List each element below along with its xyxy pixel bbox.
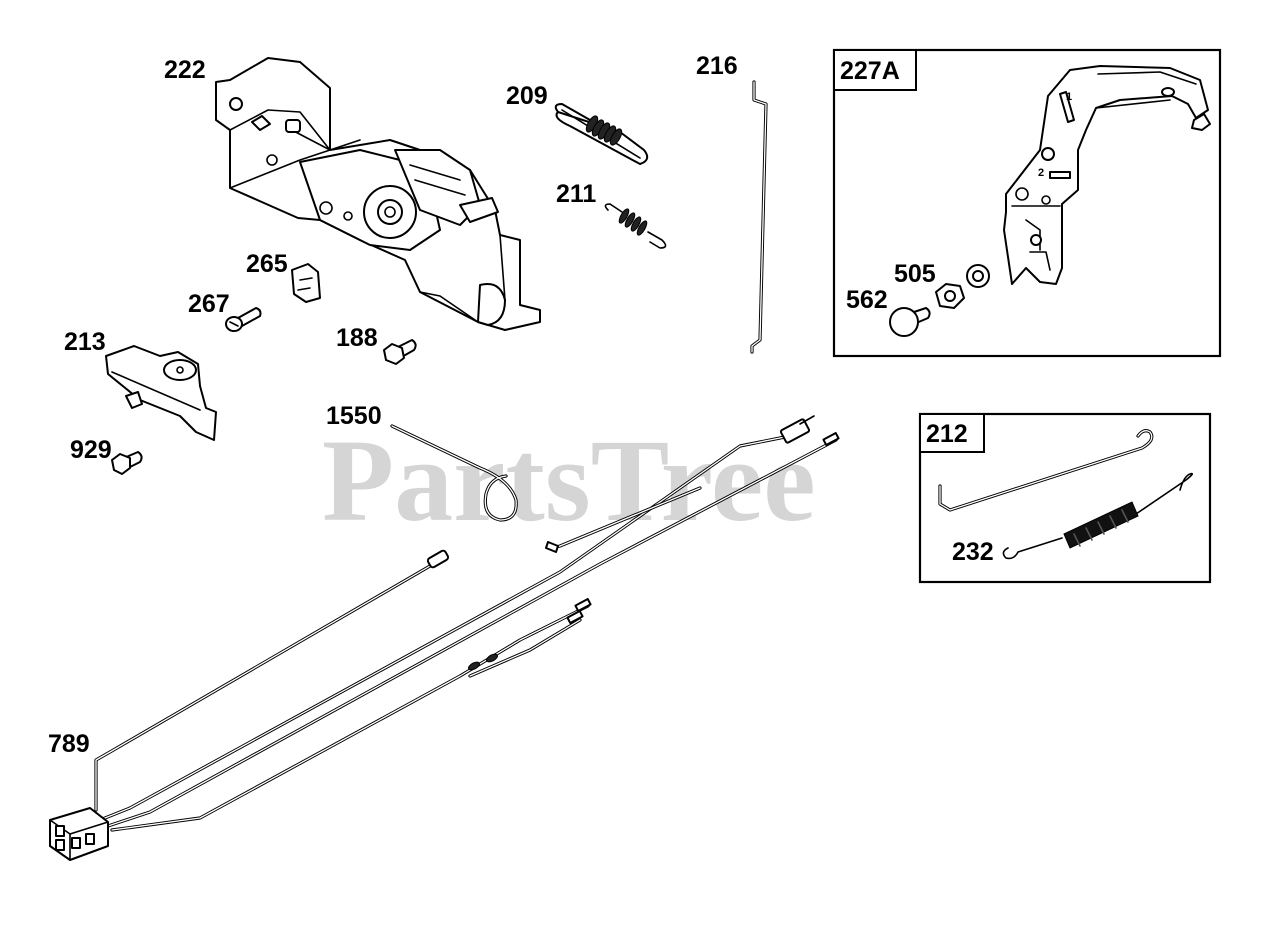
spring-232[interactable] [1002,472,1194,560]
bracket-mark-2: 2 [1038,167,1044,179]
throttle-bracket-227A[interactable] [1003,65,1211,285]
nut-505[interactable] [935,264,990,309]
label-212: 212 [926,420,968,448]
inset-212 [918,412,1212,584]
label-267: 267 [188,290,230,318]
watermark: PartsTree [322,415,816,546]
label-789: 789 [48,730,90,758]
inset-212-frame [918,412,1212,584]
inset-227A-frame [832,48,1222,358]
spring-211[interactable] [604,203,667,249]
label-265: 265 [246,250,288,278]
clip-265[interactable] [291,263,321,303]
label-505: 505 [894,260,936,288]
bracket-mark-1: 1 [1066,91,1072,103]
label-209: 209 [506,82,548,110]
pin-562[interactable] [889,307,931,337]
inset-212-tag [919,413,985,453]
control-bracket-assembly-222[interactable] [215,57,541,331]
label-227A: 227A [840,57,900,85]
label-1550: 1550 [326,402,382,430]
label-211: 211 [556,180,596,208]
label-232: 232 [952,538,994,566]
wire-loop-1550[interactable] [390,424,518,522]
inset-227A [832,48,1222,358]
label-929: 929 [70,436,112,464]
inset-227A-tag [833,49,917,91]
bracket-plate-213[interactable] [105,345,217,441]
label-216: 216 [696,52,738,80]
bolt-929[interactable] [111,451,143,475]
wiring-harness-789[interactable] [49,415,840,861]
rod-216[interactable] [750,80,768,354]
label-188: 188 [336,324,378,352]
label-213: 213 [64,328,106,356]
screw-267[interactable] [225,307,262,332]
label-562: 562 [846,286,888,314]
bolt-188[interactable] [383,339,417,365]
spring-209[interactable] [554,103,649,165]
rod-212[interactable] [938,429,1154,512]
label-222: 222 [164,56,206,84]
